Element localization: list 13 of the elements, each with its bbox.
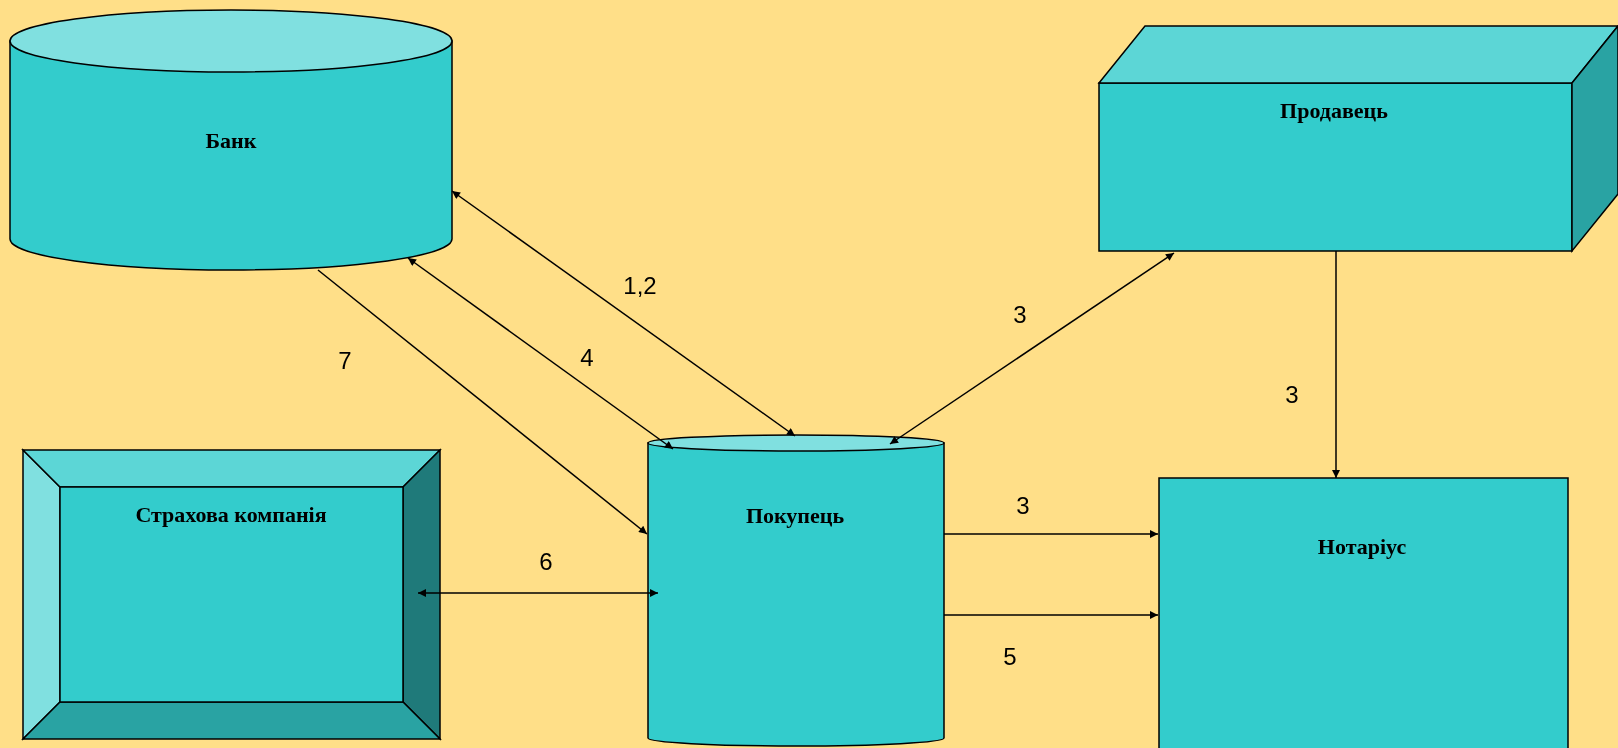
arrow (943, 530, 1159, 538)
node-label: Нотаріус (1317, 534, 1407, 560)
arrow (417, 589, 659, 597)
arrow (407, 257, 674, 450)
arrow (889, 252, 1175, 445)
node-label: Покупець (745, 503, 845, 529)
node-label: Продавець (1280, 98, 1388, 124)
arrow (943, 611, 1159, 619)
node-label: Банк (205, 128, 257, 154)
arrow (1332, 250, 1340, 479)
arrow (317, 269, 648, 535)
arrow (451, 190, 796, 437)
node-label: Страхова компанія (135, 502, 327, 528)
